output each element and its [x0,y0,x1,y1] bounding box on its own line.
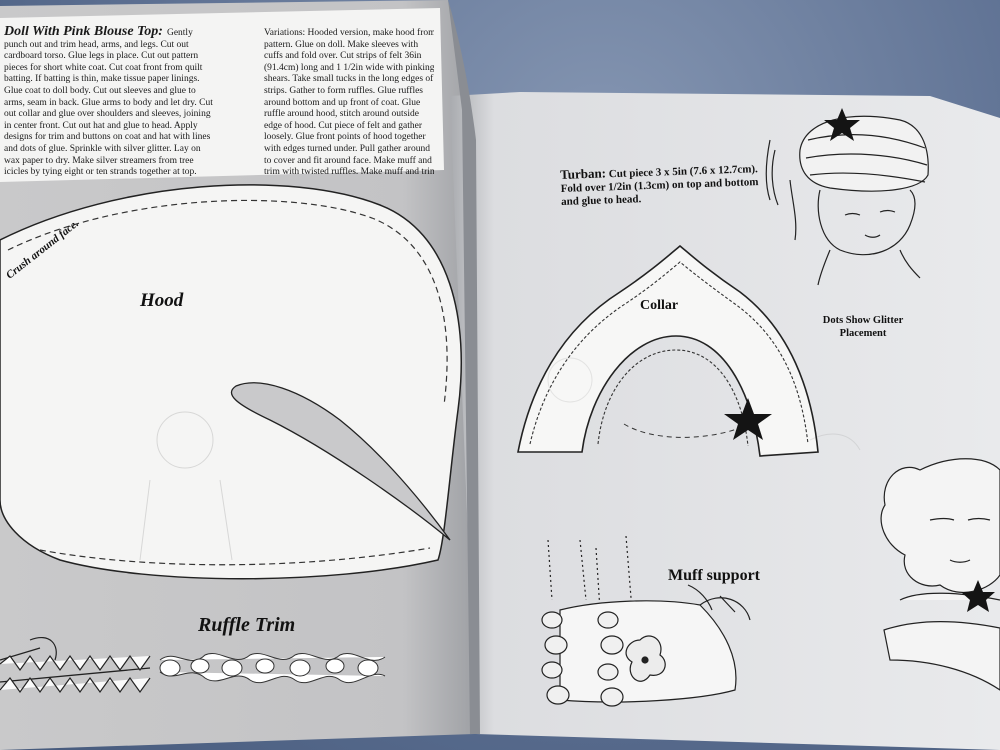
hood-dart [230,382,451,541]
muff-sketch [541,535,751,707]
instructions-column-2: Variations: Hooded version, make hood fr… [264,28,434,176]
hood-pattern [0,184,463,580]
right-page [450,92,1000,750]
glitter-placement-label: Dots Show Glitter Placement [822,315,904,339]
instructions-box [0,8,444,182]
hood-label: Hood [140,290,184,311]
star-icon [824,108,860,141]
collar-doll-sketch [880,458,1000,691]
book-spine [448,0,480,734]
collar-pattern [517,244,819,457]
instructions-text-col1: Gently punch out and trim head, arms, an… [4,28,213,176]
star-icon [961,580,995,612]
ruffle-trim-label: Ruffle Trim [198,614,296,636]
star-icon [724,398,772,440]
turban-instructions: Turban: Cut piece 3 x 5in (7.6 x 12.7cm)… [560,161,766,209]
section-title: Doll With Pink Blouse Top: [4,26,163,39]
collar-label: Collar [640,298,679,313]
muff-support-label: Muff support [668,567,761,584]
turban-title: Turban: [559,165,607,182]
instructions-column-1: Doll With Pink Blouse Top:Gently punch o… [4,26,216,176]
ruffle-trim-illustration [0,637,386,694]
instructions-text: Doll With Pink Blouse Top:Gently punch o… [4,26,434,176]
